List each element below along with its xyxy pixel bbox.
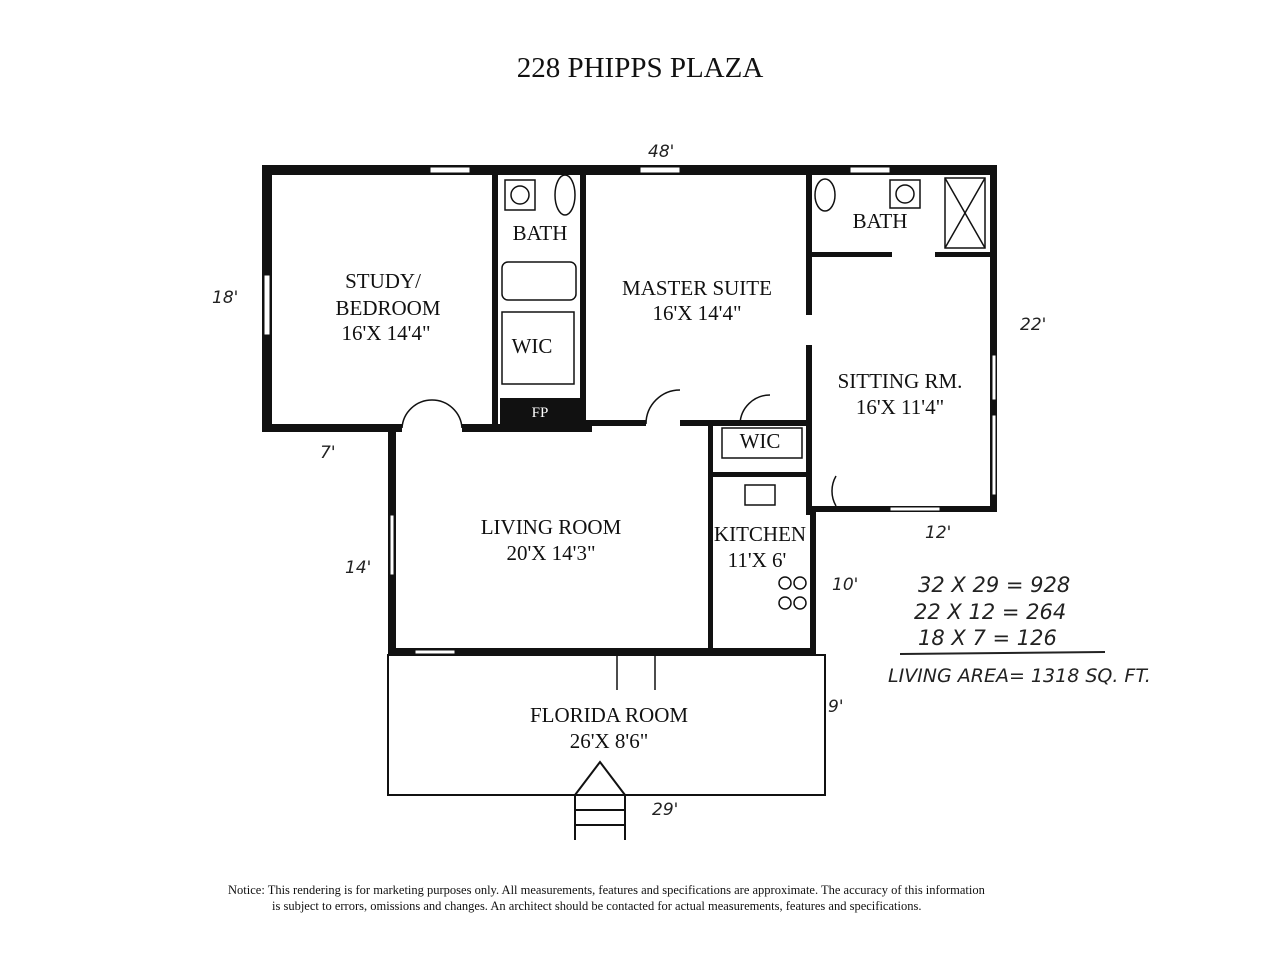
wic1-label: WIC (512, 334, 553, 358)
calc-total: LIVING AREA= 1318 SQ. FT. (888, 665, 1151, 687)
dim-left-study: 18' (212, 288, 238, 308)
living-label: LIVING ROOM (481, 515, 622, 539)
study-label-2: BEDROOM (335, 296, 440, 320)
windows (263, 166, 997, 655)
plan-title: 228 PHIPPS PLAZA (516, 52, 764, 84)
dim-top: 48' (648, 142, 674, 162)
sitting-size: 16'X 11'4" (856, 395, 944, 419)
calc-divider (899, 651, 1106, 655)
dim-florida-bottom: 29' (652, 800, 678, 820)
dim-kitchen-right: 10' (832, 575, 858, 595)
dim-florida-right: 9' (828, 697, 844, 717)
dim-left-living: 14' (345, 558, 371, 578)
dim-study-bottom: 7' (320, 443, 336, 463)
master-size: 16'X 14'4" (652, 301, 741, 325)
living-size: 20'X 14'3" (506, 541, 595, 565)
master-label: MASTER SUITE (622, 276, 772, 300)
calc-line-2: 22 X 12 = 264 (914, 600, 1066, 624)
kitchen-label: KITCHEN (714, 522, 806, 546)
calc-line-1: 32 X 29 = 928 (918, 573, 1070, 597)
wic2-label: WIC (740, 429, 781, 453)
dim-right: 22' (1020, 315, 1046, 335)
florida-room-walls (387, 654, 826, 840)
notice-line-2: is subject to errors, omissions and chan… (272, 899, 922, 913)
notice-line-1: Notice: This rendering is for marketing … (228, 883, 985, 897)
calc-line-3: 18 X 7 = 126 (918, 626, 1057, 650)
florida-size: 26'X 8'6" (570, 729, 649, 753)
bath2-label: BATH (853, 209, 908, 233)
fixtures (401, 174, 986, 690)
bath1-label: BATH (513, 221, 568, 245)
fp-label: FP (532, 405, 549, 421)
study-label: STUDY/ (345, 269, 421, 293)
notice: Notice: This rendering is for marketing … (228, 882, 1058, 914)
study-size: 16'X 14'4" (341, 321, 430, 345)
kitchen-size: 11'X 6' (728, 548, 787, 572)
sitting-label: SITTING RM. (838, 369, 963, 393)
florida-label: FLORIDA ROOM (530, 703, 688, 727)
dim-sitting-bottom: 12' (925, 523, 951, 543)
